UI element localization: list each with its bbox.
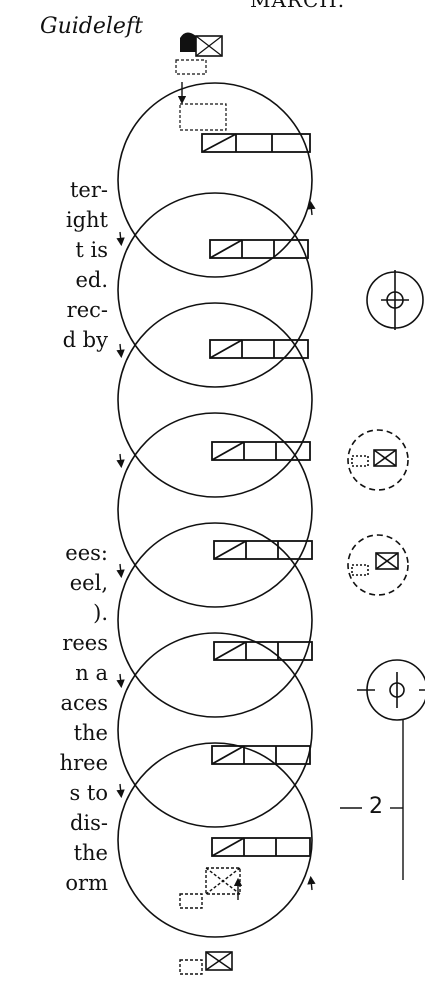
formation-bar bbox=[213, 641, 313, 661]
loop-circle bbox=[117, 522, 313, 718]
arrow-mark bbox=[116, 453, 125, 469]
formation-bars bbox=[201, 133, 313, 857]
squad-formation-icon bbox=[347, 429, 409, 491]
guide-flag-icon bbox=[180, 32, 196, 52]
text-line: orm bbox=[65, 871, 108, 895]
loop-circle bbox=[117, 192, 313, 388]
text-line: ). bbox=[93, 601, 108, 625]
direction-arrows bbox=[116, 82, 316, 900]
text-line: the bbox=[73, 721, 108, 745]
text-line: rees bbox=[62, 631, 108, 655]
text-line: ight bbox=[65, 208, 108, 232]
loop-track bbox=[117, 82, 313, 938]
loop-circle bbox=[117, 742, 313, 938]
text-line: eel, bbox=[69, 571, 108, 595]
squad-formation-icon bbox=[347, 534, 409, 596]
text-line: ees: bbox=[65, 541, 108, 565]
text-line: n a bbox=[75, 661, 108, 685]
formation-bar bbox=[209, 239, 309, 259]
circle-cross-icon bbox=[357, 659, 425, 721]
text-line: aces bbox=[60, 691, 109, 715]
formation-bar bbox=[213, 540, 313, 560]
arrow-mark bbox=[307, 200, 316, 216]
bottom-pivot-group bbox=[179, 867, 241, 975]
guide-label: Guideleft bbox=[40, 14, 143, 39]
arrow-mark bbox=[116, 343, 125, 359]
text-line: dis- bbox=[69, 811, 108, 835]
formation-bar bbox=[211, 745, 311, 765]
formation-bar bbox=[211, 837, 311, 857]
formation-bar bbox=[211, 441, 311, 461]
guide-marker bbox=[175, 32, 227, 131]
text-line: d by bbox=[62, 328, 108, 352]
loop-circle bbox=[117, 82, 313, 278]
arrow-mark bbox=[307, 875, 316, 891]
circle-cross-icon bbox=[366, 270, 424, 330]
formation-box-icon bbox=[195, 35, 223, 57]
text-line: ed. bbox=[75, 268, 108, 292]
formation-bar bbox=[209, 339, 309, 359]
arrow-mark bbox=[116, 783, 125, 799]
arrow-mark bbox=[116, 563, 125, 579]
loop-circle bbox=[117, 302, 313, 498]
pivot-formation-icon bbox=[179, 103, 227, 131]
page-header: MARCH. bbox=[250, 0, 346, 12]
formation-bar bbox=[201, 133, 311, 153]
text-line: the bbox=[73, 841, 108, 865]
text-line: ter- bbox=[69, 178, 108, 202]
text-line: t is bbox=[75, 238, 108, 262]
text-line: rec- bbox=[66, 298, 108, 322]
arrow-mark bbox=[116, 673, 125, 689]
loop-circle bbox=[117, 412, 313, 608]
right-legend bbox=[340, 270, 425, 880]
loop-circle bbox=[117, 632, 313, 828]
text-line: s to bbox=[69, 781, 108, 805]
dimension-label: 2 bbox=[369, 794, 383, 819]
text-line: hree bbox=[59, 751, 108, 775]
arrow-mark bbox=[116, 231, 125, 247]
